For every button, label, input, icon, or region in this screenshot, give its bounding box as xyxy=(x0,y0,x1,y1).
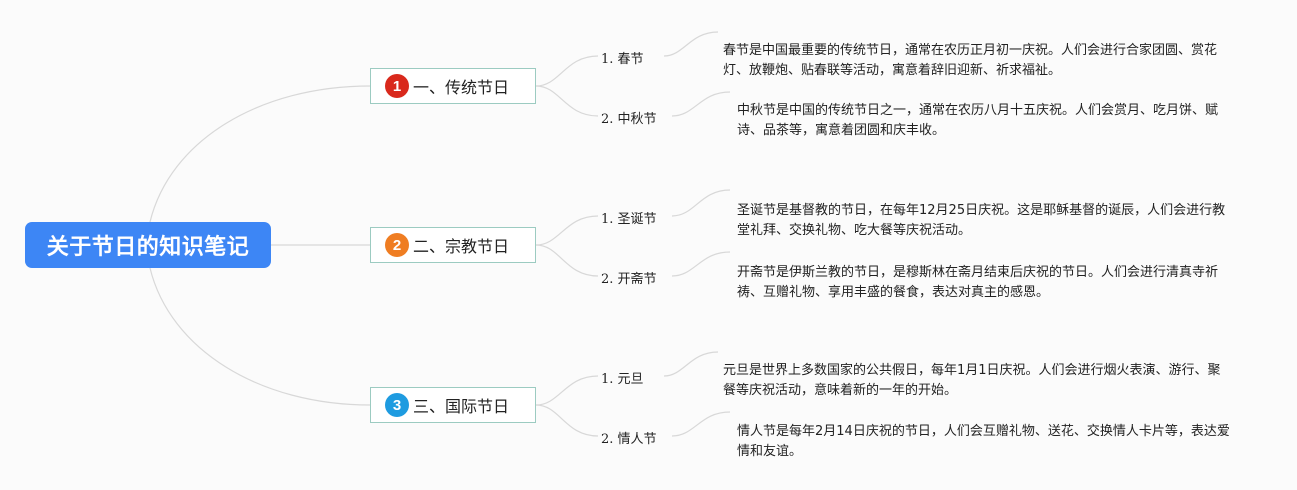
category-religious[interactable]: 2 二、宗教节日 xyxy=(370,227,536,263)
link-cat2-sub2 xyxy=(535,244,599,277)
link-sub-desc-6 xyxy=(671,411,731,437)
link-root-cat1 xyxy=(149,85,371,223)
description-spring-festival[interactable]: 春节是中国最重要的传统节日，通常在农历正月初一庆祝。人们会进行合家团圆、赏花灯、… xyxy=(723,43,1218,78)
number-badge-icon: 3 xyxy=(385,393,409,417)
link-sub-desc-5 xyxy=(663,351,719,377)
description-eid[interactable]: 开斋节是伊斯兰教的节日，是穆斯林在斋月结束后庆祝的节日。人们会进行清真寺祈祷、互… xyxy=(737,265,1219,300)
category-label: 二、宗教节日 xyxy=(413,237,510,256)
subtopic-valentines[interactable]: 2. 情人节 xyxy=(601,432,657,447)
category-label: 一、传统节日 xyxy=(413,78,510,97)
category-international[interactable]: 3 三、国际节日 xyxy=(370,387,536,423)
number-badge-icon: 2 xyxy=(385,233,409,257)
subtopic-spring-festival[interactable]: 1. 春节 xyxy=(601,52,644,67)
description-valentines[interactable]: 情人节是每年2月14日庆祝的节日，人们会互赠礼物、送花、交换情人卡片等，表达爱情… xyxy=(737,424,1230,459)
subtopic-new-year[interactable]: 1. 元旦 xyxy=(601,372,644,387)
subtopic-christmas[interactable]: 1. 圣诞节 xyxy=(601,212,657,227)
link-sub-desc-4 xyxy=(671,251,731,277)
link-cat1-sub1 xyxy=(535,55,599,87)
subtopic-mid-autumn[interactable]: 2. 中秋节 xyxy=(601,112,657,127)
description-new-year[interactable]: 元旦是世界上多数国家的公共假日，每年1月1日庆祝。人们会进行烟火表演、游行、聚餐… xyxy=(723,363,1221,398)
subtopic-eid[interactable]: 2. 开斋节 xyxy=(601,272,657,287)
category-label: 三、国际节日 xyxy=(413,397,510,416)
description-christmas[interactable]: 圣诞节是基督教的节日，在每年12月25日庆祝。这是耶稣基督的诞辰，人们会进行教堂… xyxy=(737,203,1226,238)
root-topic[interactable]: 关于节日的知识笔记 xyxy=(25,222,271,268)
description-mid-autumn[interactable]: 中秋节是中国的传统节日之一，通常在农历八月十五庆祝。人们会赏月、吃月饼、赋诗、品… xyxy=(737,103,1219,138)
link-cat1-sub2 xyxy=(535,85,599,117)
link-sub-desc-2 xyxy=(671,91,731,117)
number-badge-icon: 1 xyxy=(385,74,409,98)
link-cat3-sub2 xyxy=(535,404,599,437)
link-sub-desc-1 xyxy=(663,31,719,57)
link-cat2-sub1 xyxy=(535,215,599,246)
category-traditional[interactable]: 1 一、传统节日 xyxy=(370,68,536,104)
link-root-cat3 xyxy=(149,267,371,406)
link-sub-desc-3 xyxy=(671,189,731,217)
link-cat3-sub1 xyxy=(535,375,599,406)
